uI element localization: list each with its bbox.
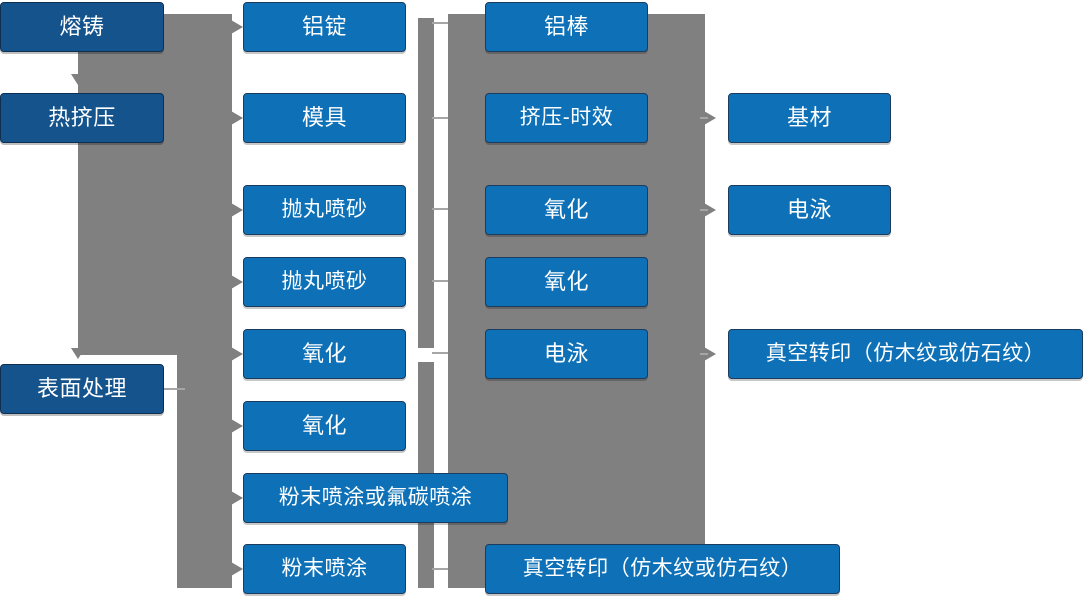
connector-line-surface-treatment xyxy=(163,388,185,390)
rail-tick-proc2-electrophoresis xyxy=(432,352,450,354)
stage-hot-extrusion[interactable]: 热挤压 xyxy=(0,93,164,143)
connector-rail-proc1-upper xyxy=(418,18,434,348)
rail-tick-proc2-vacuum-transfer xyxy=(432,568,450,570)
out-substrate[interactable]: 基材 xyxy=(728,93,891,143)
connector-arrow-down-hot-extrusion xyxy=(71,74,85,85)
connector-trunk-stage-lower xyxy=(177,355,232,588)
proc1-powder-or-pvdf[interactable]: 粉末喷涂或氟碳喷涂 xyxy=(243,473,508,523)
arrow-stem-out-substrate xyxy=(700,117,708,119)
proc1-powder-coating[interactable]: 粉末喷涂 xyxy=(243,544,406,594)
out-vacuum-transfer[interactable]: 真空转印（仿木纹或仿石纹） xyxy=(728,329,1083,379)
connector-trunk-stage-upper xyxy=(78,14,232,355)
out-electrophoresis[interactable]: 电泳 xyxy=(728,185,891,235)
arrow-to-proc1-powder-or-pvdf xyxy=(231,491,243,505)
arrow-to-proc1-powder-coating xyxy=(231,562,243,576)
arrow-to-proc1-mold xyxy=(231,111,243,125)
proc1-mold[interactable]: 模具 xyxy=(243,93,406,143)
arrow-to-proc1-ingot xyxy=(231,20,243,34)
proc1-shotblast-2[interactable]: 抛丸喷砂 xyxy=(243,257,406,307)
connector-arrow-down-surface-treatment xyxy=(71,348,85,359)
arrow-to-out-substrate xyxy=(704,111,716,125)
proc2-oxidation-2[interactable]: 氧化 xyxy=(485,257,648,307)
arrow-to-out-electrophoresis xyxy=(704,203,716,217)
proc2-extrusion-aging[interactable]: 挤压-时效 xyxy=(485,93,648,143)
proc1-oxidation-1[interactable]: 氧化 xyxy=(243,329,406,379)
proc2-oxidation-1[interactable]: 氧化 xyxy=(485,185,648,235)
stage-surface-treatment[interactable]: 表面处理 xyxy=(0,364,164,414)
rail-tick-proc2-oxidation-2 xyxy=(432,280,450,282)
arrow-to-proc1-shotblast-1 xyxy=(231,203,243,217)
arrow-to-proc1-oxidation-2 xyxy=(231,419,243,433)
proc2-aluminum-bar[interactable]: 铝棒 xyxy=(485,2,648,52)
arrow-to-out-vacuum-transfer xyxy=(704,347,716,361)
arrow-to-proc1-shotblast-2 xyxy=(231,275,243,289)
stage-melting[interactable]: 熔铸 xyxy=(0,2,164,52)
proc1-shotblast-1[interactable]: 抛丸喷砂 xyxy=(243,185,406,235)
proc2-electrophoresis[interactable]: 电泳 xyxy=(485,329,648,379)
arrow-to-proc1-oxidation-1 xyxy=(231,347,243,361)
rail-tick-proc2-aluminum-bar xyxy=(432,22,450,24)
rail-tick-proc2-oxidation-1 xyxy=(432,208,450,210)
rail-tick-proc2-extrusion-aging xyxy=(432,117,450,119)
arrow-stem-out-vacuum-transfer xyxy=(700,353,708,355)
proc1-oxidation-2[interactable]: 氧化 xyxy=(243,401,406,451)
proc1-ingot[interactable]: 铝锭 xyxy=(243,2,406,52)
arrow-stem-out-electrophoresis xyxy=(700,209,708,211)
proc2-vacuum-transfer[interactable]: 真空转印（仿木纹或仿石纹） xyxy=(485,544,840,594)
